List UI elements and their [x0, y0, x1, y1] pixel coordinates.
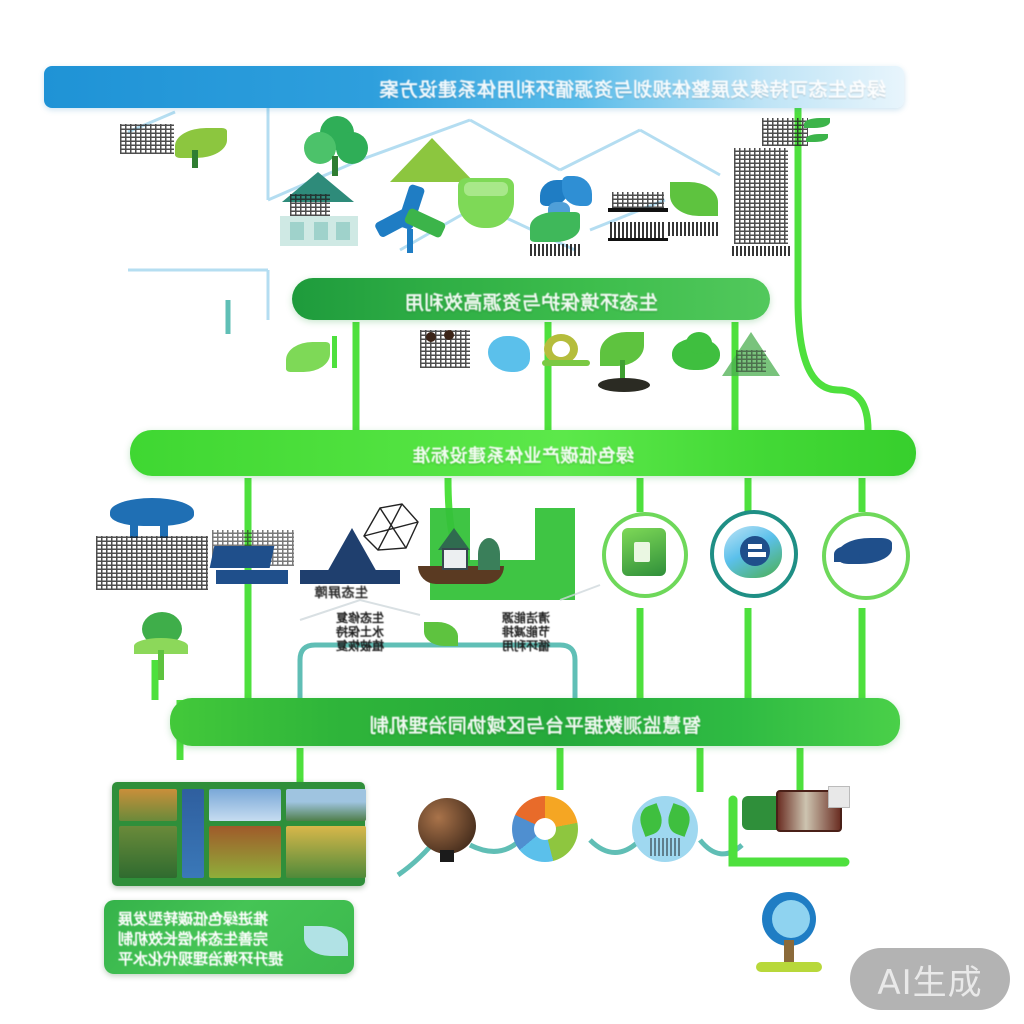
tree-wall-icon [96, 498, 212, 592]
co2-meter-icon[interactable] [752, 892, 832, 978]
caption-line-1: 推进绿色低碳转型发展 [118, 911, 269, 928]
note-right: 清洁能源 节能减排 循环利用 [466, 611, 586, 653]
fence-field-icon [608, 192, 674, 252]
water-splash-icon [486, 334, 534, 376]
caption-line-2: 完善生态补偿长效机制 [118, 931, 269, 948]
leaf-bud-icon [668, 180, 724, 236]
sky-cloud-thumb [209, 789, 281, 821]
recycle-globe-icon[interactable] [630, 794, 706, 866]
recycle-bag-icon [458, 178, 518, 244]
cargo-truck-icon[interactable] [742, 786, 852, 848]
green-cloud-icon [672, 332, 724, 376]
note-right-line-2: 节能减排 [502, 624, 551, 639]
header-banner: 绿色生态可持续发展整体规划与资源循环利用体系建设方案 [44, 66, 904, 108]
triangle-forest-icon [722, 330, 782, 380]
landscape-photo-grid[interactable] [112, 782, 366, 886]
bar-implementation[interactable]: 绿色低碳产业体系建设标准 [130, 430, 916, 476]
note-left: 生态修复 水土保持 植被恢复 [300, 611, 420, 653]
caption-line-3: 提升环境治理现代化水平 [118, 951, 284, 968]
bar-outcome-label: 智慧监测数据平台与区域协同治理机制 [369, 716, 701, 737]
note-left-line-2: 水土保持 [336, 624, 385, 639]
bar-strategy-label: 生态环境保护与资源高效利用 [404, 293, 658, 314]
watermark-label: AI生成 [877, 962, 983, 1003]
caption-card: 推进绿色低碳转型发展 完善生态补偿长效机制 提升环境治理现代化水平 [104, 900, 354, 974]
sprout-leaf-icon [120, 120, 230, 170]
bar-implementation-label: 绿色低碳产业体系建设标准 [412, 446, 634, 466]
leaf-bird-badge-icon[interactable] [822, 512, 910, 600]
note-left-line-1: 生态修复 [336, 611, 385, 625]
tree-branch-icon [762, 112, 834, 164]
network-node-icon [356, 496, 428, 558]
wind-turbine-icon [373, 183, 451, 255]
mountain-sky-thumb [286, 789, 366, 821]
blue-panel-thumb [182, 789, 204, 878]
wheat-field-thumb [286, 826, 366, 878]
note-right-line-3: 循环利用 [502, 638, 551, 653]
dark-globe-icon[interactable] [418, 798, 480, 866]
note-leaf-marker-icon [424, 620, 464, 656]
solar-panel-icon [209, 530, 298, 592]
factory-chimney-icon [724, 148, 800, 258]
mountain-icon [390, 128, 476, 184]
pie-chart-icon[interactable] [512, 796, 582, 866]
water-drop-leaf-icon [530, 178, 606, 256]
note-right-line-1: 清洁能源 [502, 611, 551, 625]
people-group-icon [420, 330, 472, 372]
autumn-tree-thumb [209, 826, 281, 878]
bar-outcome[interactable]: 智慧监测数据平台与区域协同治理机制 [170, 698, 900, 746]
tree-planting-icon [126, 612, 196, 682]
water-treatment-badge-icon[interactable] [710, 510, 798, 598]
farmhouse-icon [274, 172, 364, 252]
hill-marker-icon: 生态屏障 [300, 528, 404, 600]
recycle-bin-badge-icon[interactable] [602, 512, 688, 598]
bar-strategy[interactable]: 生态环境保护与资源高效利用 [292, 278, 770, 320]
grass-crop-thumb [119, 826, 177, 878]
seedling-soil-icon [594, 332, 660, 396]
ai-generated-watermark: AI生成 [850, 948, 1010, 1010]
clover-tree-icon [304, 116, 374, 178]
note-left-line-3: 植被恢复 [336, 638, 385, 653]
sunset-field-thumb [119, 789, 177, 821]
leaf-arrow-icon [286, 336, 356, 382]
boat-house-icon [418, 520, 510, 592]
header-title: 绿色生态可持续发展整体规划与资源循环利用体系建设方案 [378, 80, 886, 101]
sun-flower-icon [540, 332, 602, 378]
